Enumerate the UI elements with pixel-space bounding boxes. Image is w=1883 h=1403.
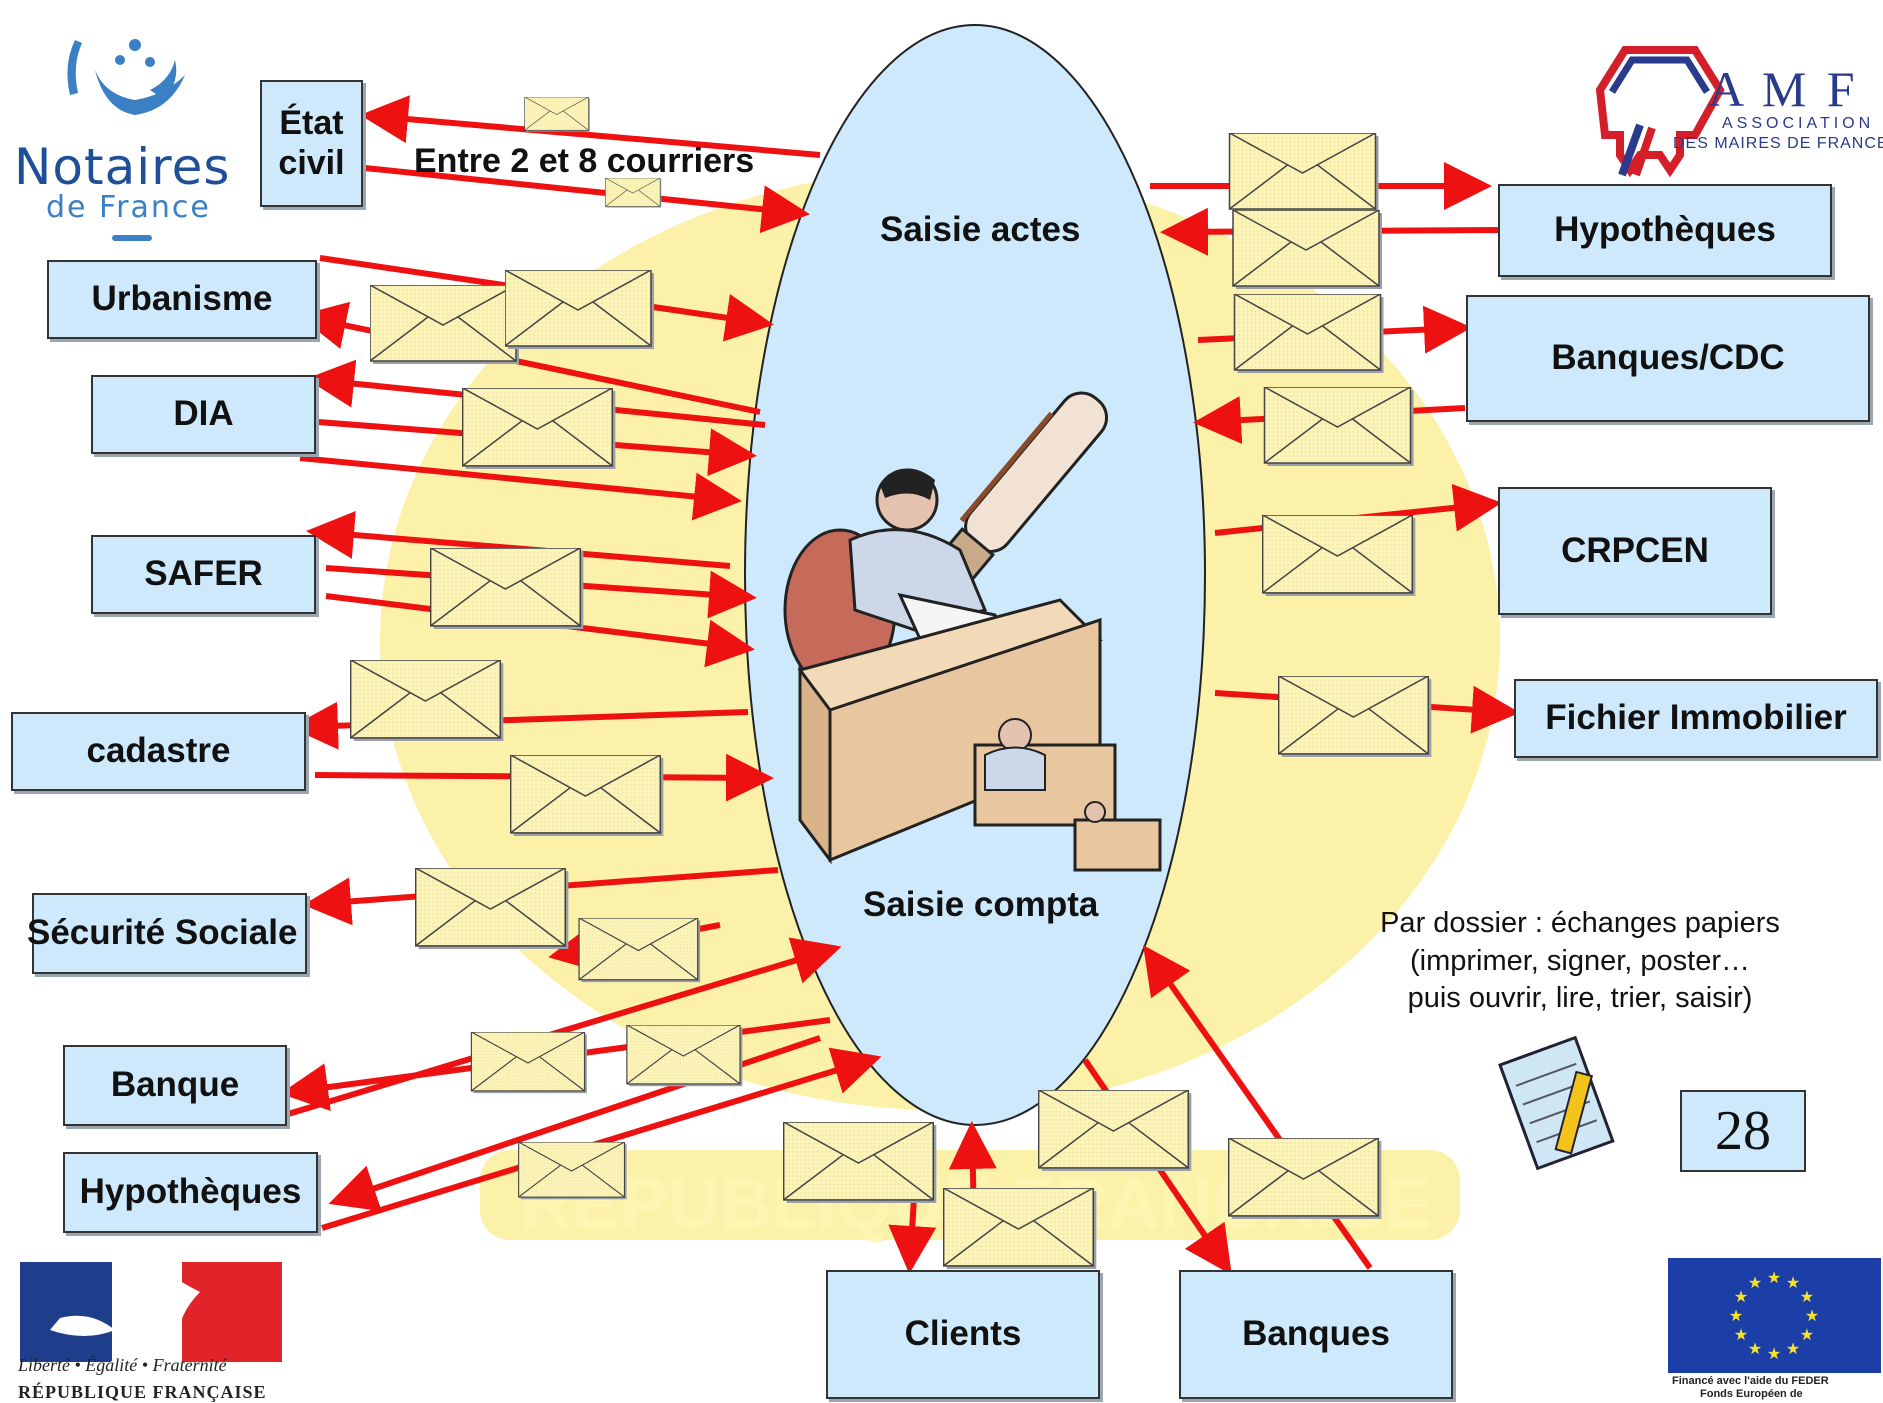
box-crpcen-label: CRPCEN: [1561, 530, 1709, 570]
eu-star: ★: [1767, 1346, 1781, 1363]
box-hypotheques-left-label: Hypothèques: [79, 1172, 302, 1212]
eu-star: ★: [1748, 1275, 1762, 1292]
eu-star: ★: [1786, 1341, 1800, 1358]
envelope-icon: [415, 868, 570, 950]
envelope-icon: [370, 285, 520, 365]
box-urbanisme-label: Urbanisme: [91, 279, 273, 319]
envelope-icon: [783, 1122, 938, 1204]
box-banques-bottom-label: Banques: [1242, 1314, 1390, 1354]
eu-star: ★: [1734, 1289, 1748, 1306]
box-banques-bottom: Banques: [1179, 1270, 1453, 1399]
amf-logo-title: A M F: [1708, 61, 1859, 117]
process-note-line3: puis ouvrir, lire, trier, saisir): [1407, 982, 1753, 1015]
header-note: Entre 2 et 8 courriers: [414, 142, 755, 180]
envelope-icon: [350, 660, 505, 742]
writer-at-desk-icon: [783, 468, 1162, 872]
box-crpcen: CRPCEN: [1498, 487, 1772, 615]
process-note-line2: (imprimer, signer, poster…: [1409, 944, 1751, 977]
envelope-icon: [462, 388, 617, 470]
box-hypotheques-right-label: Hypothèques: [1554, 210, 1776, 250]
box-safer: SAFER: [91, 535, 316, 614]
eu-flag-logo: ★★★★★★★★★★★★: [1668, 1258, 1881, 1373]
eu-star: ★: [1786, 1275, 1800, 1292]
box-dia-label: DIA: [173, 394, 234, 434]
box-banque: Banque: [63, 1045, 287, 1126]
box-securite-sociale-label: Sécurité Sociale: [27, 913, 298, 953]
marianne-logo: [20, 1262, 282, 1362]
republique-name: RÉPUBLIQUE FRANÇAISE: [18, 1382, 267, 1402]
notaires-logo: [67, 39, 185, 241]
box-clients: Clients: [826, 1270, 1100, 1399]
envelope-icon: [517, 1142, 628, 1200]
envelope-icon: [1263, 387, 1415, 467]
envelope-icon: [430, 548, 585, 630]
box-banque-label: Banque: [110, 1065, 240, 1105]
eu-funding-line2: Fonds Européen de: [1700, 1388, 1803, 1400]
envelope-icon: [1228, 1138, 1383, 1220]
envelope-icon: [1038, 1090, 1193, 1172]
arrow-etat-civil-out: [360, 95, 821, 158]
box-hypotheques-right: Hypothèques: [1498, 184, 1832, 277]
notepad-pencil-icon: [1498, 1035, 1615, 1171]
box-etat-civil-label: État civil: [278, 104, 345, 182]
eu-star: ★: [1734, 1327, 1748, 1344]
eu-star: ★: [1805, 1308, 1819, 1325]
notaires-logo-title: Notaires: [14, 138, 231, 196]
amf-logo: [1595, 46, 1725, 178]
eu-star: ★: [1767, 1270, 1781, 1287]
box-cadastre-label: cadastre: [86, 731, 231, 771]
envelope-icon: [470, 1032, 588, 1094]
box-urbanisme: Urbanisme: [47, 260, 317, 339]
envelope-icon: [1278, 676, 1433, 758]
box-dia: DIA: [91, 375, 316, 454]
box-securite-sociale: Sécurité Sociale: [27, 893, 307, 974]
amf-logo-line1: ASSOCIATION: [1722, 115, 1875, 132]
box-clients-label: Clients: [904, 1314, 1022, 1354]
envelope-icon: [1233, 294, 1385, 374]
arrow-dia-in-2: [299, 455, 742, 521]
republique-motto: Liberté • Égalité • Fraternité: [18, 1355, 227, 1375]
envelope-icon: [524, 97, 591, 132]
box-etat-civil: État civil: [260, 80, 363, 207]
amf-logo-line2: DES MAIRES DE FRANCE: [1673, 135, 1883, 152]
arrow-etat-civil-in: [364, 165, 810, 234]
eu-star: ★: [1800, 1327, 1814, 1344]
process-note: Par dossier : échanges papiers (imprimer…: [1320, 905, 1840, 1018]
envelope-icon: [1262, 515, 1417, 597]
box-hypotheques-left: Hypothèques: [63, 1152, 318, 1233]
center-top-label: Saisie actes: [880, 210, 1081, 249]
eu-funding-line1: Financé avec l'aide du FEDER: [1672, 1375, 1829, 1387]
box-safer-label: SAFER: [144, 554, 263, 594]
eu-star: ★: [1729, 1308, 1743, 1325]
notaires-logo-subtitle: de France: [46, 190, 211, 225]
box-fichier-immobilier: Fichier Immobilier: [1514, 679, 1878, 758]
envelope-icon: [578, 918, 701, 983]
eu-star: ★: [1800, 1289, 1814, 1306]
page-number: 28: [1680, 1090, 1806, 1172]
envelope-icon: [604, 178, 662, 208]
envelope-icon: [626, 1025, 744, 1087]
box-fichier-immobilier-label: Fichier Immobilier: [1545, 698, 1847, 738]
envelope-icon: [505, 270, 655, 350]
envelope-icon: [1232, 210, 1383, 290]
envelope-icon: [510, 755, 665, 837]
envelope-icon: [1228, 133, 1380, 213]
eu-star: ★: [1748, 1341, 1762, 1358]
box-cadastre: cadastre: [11, 712, 306, 791]
process-note-line1: Par dossier : échanges papiers: [1380, 907, 1780, 939]
box-banques-cdc-label: Banques/CDC: [1551, 338, 1785, 378]
box-banques-cdc: Banques/CDC: [1466, 295, 1870, 422]
center-bottom-label: Saisie compta: [863, 885, 1099, 924]
envelope-icon: [943, 1188, 1098, 1270]
